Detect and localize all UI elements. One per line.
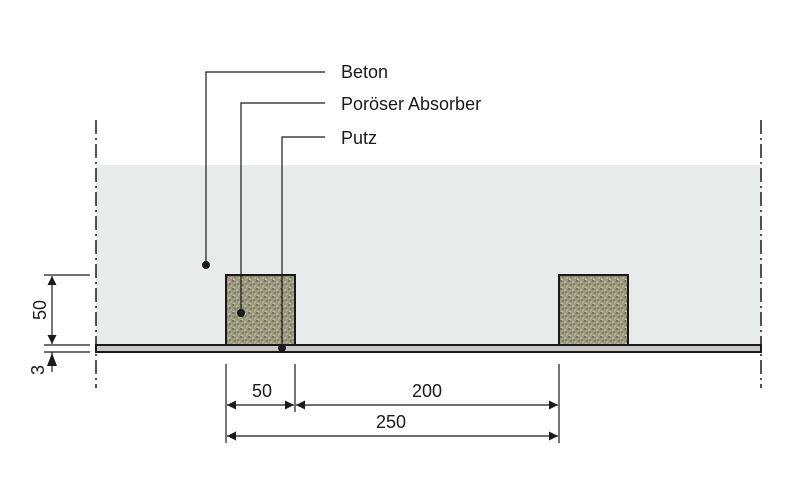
dimension-height-absorber xyxy=(44,274,90,346)
label-absorber: Poröser Absorber xyxy=(341,94,481,114)
plaster-layer xyxy=(95,344,762,353)
leader-absorber xyxy=(237,102,325,317)
dimension-label-gap: 200 xyxy=(412,381,442,401)
absorber-block-left xyxy=(225,274,296,346)
leader-beton xyxy=(202,71,325,269)
concrete-region xyxy=(96,165,761,345)
dimension-label-height-absorber: 50 xyxy=(30,300,50,320)
dimension-label-width-absorber: 50 xyxy=(252,381,272,401)
leader-putz xyxy=(278,136,325,352)
absorber-block-right xyxy=(558,274,629,346)
dimension-extension-lines xyxy=(225,364,560,443)
dimension-label-spacing: 250 xyxy=(376,412,406,432)
label-putz: Putz xyxy=(341,128,377,148)
dimension-height-putz xyxy=(44,351,90,372)
dimension-label-height-putz: 3 xyxy=(28,365,48,375)
label-beton: Beton xyxy=(341,62,388,82)
